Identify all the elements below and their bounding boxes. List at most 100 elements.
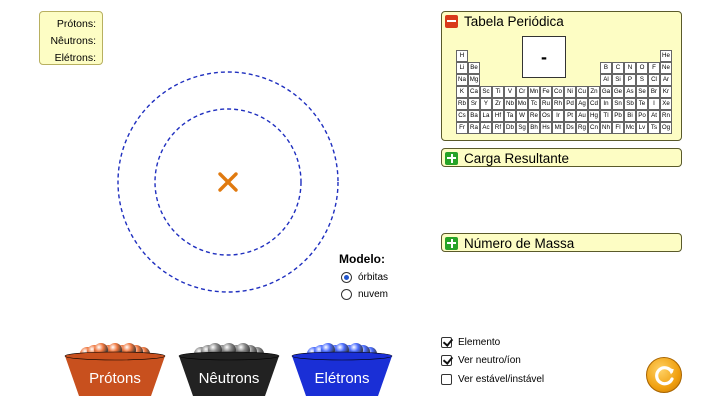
element-cell[interactable]: Sr — [468, 98, 480, 110]
element-cell[interactable]: Zr — [492, 98, 504, 110]
option-stable-unstable[interactable]: Ver estável/instável — [441, 370, 544, 389]
element-cell[interactable]: Li — [456, 62, 468, 74]
element-cell[interactable]: Hg — [588, 110, 600, 122]
element-cell[interactable]: Mt — [552, 122, 564, 134]
radio-cloud[interactable] — [341, 289, 352, 300]
element-cell[interactable]: Ca — [468, 86, 480, 98]
element-cell[interactable]: Ne — [660, 62, 672, 74]
net-charge-header[interactable]: Carga Resultante — [442, 149, 681, 167]
element-cell[interactable]: V — [504, 86, 516, 98]
element-cell[interactable]: P — [624, 74, 636, 86]
element-cell[interactable]: Se — [636, 86, 648, 98]
element-cell[interactable]: F — [648, 62, 660, 74]
option-neutral-ion[interactable]: Ver neutro/íon — [441, 352, 544, 371]
element-cell[interactable]: Fl — [612, 122, 624, 134]
element-cell[interactable]: As — [624, 86, 636, 98]
element-cell[interactable]: Os — [540, 110, 552, 122]
element-cell[interactable]: Cd — [588, 98, 600, 110]
element-cell[interactable]: Ru — [540, 98, 552, 110]
element-cell[interactable]: Xe — [660, 98, 672, 110]
element-cell[interactable]: Na — [456, 74, 468, 86]
expand-icon[interactable] — [445, 236, 458, 250]
element-cell[interactable]: Nh — [600, 122, 612, 134]
element-cell[interactable]: Fe — [540, 86, 552, 98]
element-cell[interactable]: In — [600, 98, 612, 110]
element-cell[interactable]: Cu — [576, 86, 588, 98]
model-option-cloud[interactable]: nuvem — [339, 286, 388, 303]
element-cell[interactable]: Hs — [540, 122, 552, 134]
element-cell[interactable]: H — [456, 50, 468, 62]
element-cell[interactable]: Ir — [552, 110, 564, 122]
element-cell[interactable]: Po — [636, 110, 648, 122]
element-cell[interactable]: Mc — [624, 122, 636, 134]
radio-orbits[interactable] — [341, 272, 352, 283]
periodic-table-header[interactable]: Tabela Periódica — [442, 12, 681, 30]
element-cell[interactable]: Ba — [468, 110, 480, 122]
element-cell[interactable]: Rf — [492, 122, 504, 134]
expand-icon[interactable] — [445, 151, 458, 165]
element-cell[interactable]: Ds — [564, 122, 576, 134]
element-cell[interactable]: Ac — [480, 122, 492, 134]
element-cell[interactable]: Al — [600, 74, 612, 86]
element-cell[interactable]: Lv — [636, 122, 648, 134]
element-cell[interactable]: Pd — [564, 98, 576, 110]
checkbox-neutral-ion[interactable] — [441, 355, 452, 367]
element-cell[interactable]: Tl — [600, 110, 612, 122]
element-cell[interactable]: La — [480, 110, 492, 122]
element-cell[interactable]: Be — [468, 62, 480, 74]
element-cell[interactable]: Ti — [492, 86, 504, 98]
element-cell[interactable]: Ra — [468, 122, 480, 134]
element-cell[interactable]: At — [648, 110, 660, 122]
element-cell[interactable]: Ta — [504, 110, 516, 122]
element-cell[interactable]: B — [600, 62, 612, 74]
element-cell[interactable]: Zn — [588, 86, 600, 98]
element-cell[interactable]: Rb — [456, 98, 468, 110]
element-cell[interactable]: Sc — [480, 86, 492, 98]
nucleus-x-icon[interactable] — [218, 172, 238, 192]
reset-button[interactable] — [646, 357, 682, 393]
element-cell[interactable]: Fr — [456, 122, 468, 134]
element-cell[interactable]: Og — [660, 122, 672, 134]
element-cell[interactable]: Te — [636, 98, 648, 110]
element-cell[interactable]: W — [516, 110, 528, 122]
element-cell[interactable]: Mo — [516, 98, 528, 110]
element-cell[interactable]: K — [456, 86, 468, 98]
element-cell[interactable]: Co — [552, 86, 564, 98]
element-cell[interactable]: Bi — [624, 110, 636, 122]
element-cell[interactable]: Mg — [468, 74, 480, 86]
element-cell[interactable]: Sg — [516, 122, 528, 134]
element-cell[interactable]: Rh — [552, 98, 564, 110]
element-cell[interactable]: Ts — [648, 122, 660, 134]
element-cell[interactable]: Ag — [576, 98, 588, 110]
element-cell[interactable]: Rn — [660, 110, 672, 122]
mass-number-header[interactable]: Número de Massa — [442, 234, 681, 252]
element-cell[interactable]: Sb — [624, 98, 636, 110]
element-cell[interactable]: Sn — [612, 98, 624, 110]
element-cell[interactable]: Db — [504, 122, 516, 134]
element-cell[interactable]: Re — [528, 110, 540, 122]
element-cell[interactable]: Mn — [528, 86, 540, 98]
element-cell[interactable]: N — [624, 62, 636, 74]
element-cell[interactable]: Pt — [564, 110, 576, 122]
element-cell[interactable]: Bh — [528, 122, 540, 134]
electrons-bucket[interactable]: Elétrons — [290, 306, 394, 398]
element-cell[interactable]: I — [648, 98, 660, 110]
element-cell[interactable]: Ga — [600, 86, 612, 98]
element-cell[interactable]: Kr — [660, 86, 672, 98]
element-cell[interactable]: Cn — [588, 122, 600, 134]
element-cell[interactable]: Cs — [456, 110, 468, 122]
checkbox-stable-unstable[interactable] — [441, 373, 452, 385]
element-cell[interactable]: Ar — [660, 74, 672, 86]
neutrons-bucket[interactable]: Nêutrons — [177, 306, 281, 398]
element-cell[interactable]: Ge — [612, 86, 624, 98]
element-cell[interactable]: Br — [648, 86, 660, 98]
checkbox-element[interactable] — [441, 336, 452, 348]
option-element[interactable]: Elemento — [441, 333, 544, 352]
element-cell[interactable]: O — [636, 62, 648, 74]
element-cell[interactable]: Pb — [612, 110, 624, 122]
element-cell[interactable]: He — [660, 50, 672, 62]
element-cell[interactable]: Hf — [492, 110, 504, 122]
element-cell[interactable]: Y — [480, 98, 492, 110]
collapse-icon[interactable] — [445, 14, 458, 28]
element-cell[interactable]: Cr — [516, 86, 528, 98]
